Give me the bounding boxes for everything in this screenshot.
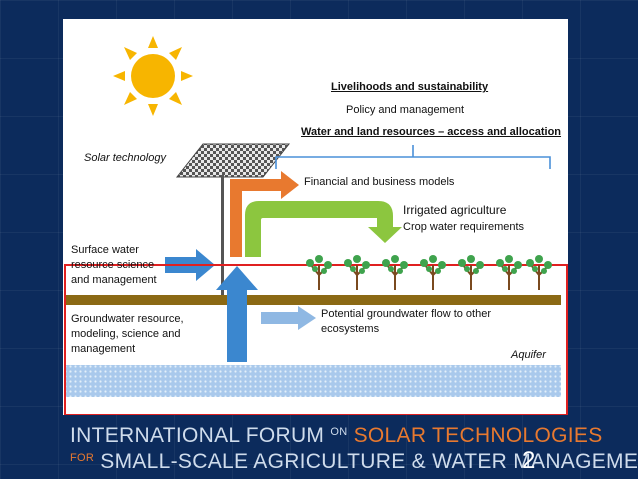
water-land-label: Water and land resources – access and al… — [301, 126, 562, 138]
green-arrow — [245, 201, 402, 257]
soil-layer — [66, 295, 561, 305]
sun-icon — [113, 36, 193, 116]
aquifer-layer — [66, 365, 561, 397]
orange-arrow — [230, 171, 299, 257]
solar-technology-label: Solar technology — [84, 152, 166, 164]
irrigated-label: Irrigated agriculture — [403, 203, 507, 217]
bracket-shape — [275, 145, 551, 169]
aquifer-label: Aquifer — [511, 349, 546, 361]
groundwater-flow-arrow — [261, 306, 316, 330]
surface-water-label: Surface water resource science and manag… — [71, 244, 157, 286]
diagram-panel: Livelihoods and sustainability Policy an… — [63, 19, 568, 415]
footer-for: FOR — [70, 452, 95, 464]
policy-label: Policy and management — [346, 104, 465, 116]
groundwater-label: Groundwater resource, modeling, science … — [71, 313, 184, 355]
livelihoods-label: Livelihoods and sustainability — [331, 81, 489, 93]
slide-number: 2 — [522, 447, 536, 474]
solar-panel-icon — [175, 143, 291, 295]
footer-on: ON — [330, 426, 348, 438]
diagram-graphics — [64, 36, 568, 415]
crop-water-label: Crop water requirements — [403, 221, 525, 233]
potential-flow-label: Potential groundwater flow to other ecos… — [321, 308, 491, 335]
groundwater-zone-box — [64, 264, 568, 415]
financial-label: Financial and business models — [304, 176, 455, 188]
footer-line-1: INTERNATIONAL FORUM ON SOLAR TECHNOLOGIE… — [70, 424, 603, 447]
crop-row-icon — [306, 255, 552, 290]
groundwater-up-arrow — [216, 266, 258, 362]
footer-line-2: FOR SMALL-SCALE AGRICULTURE & WATER MANA… — [70, 450, 638, 473]
